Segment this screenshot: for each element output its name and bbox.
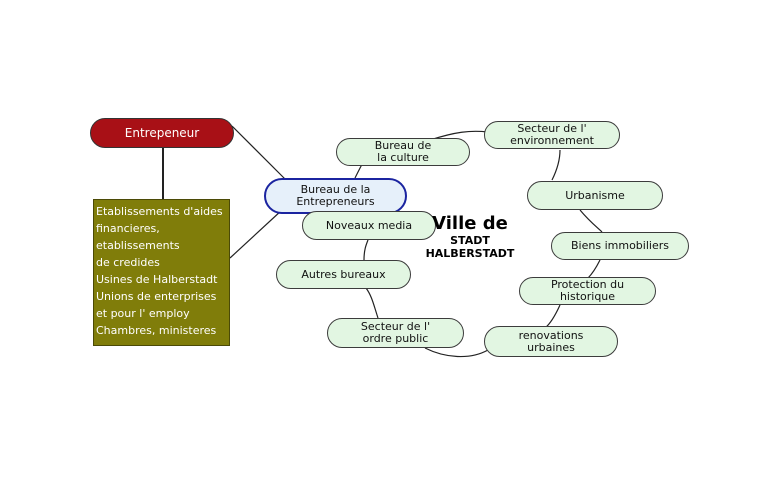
resource-line: financieres, [96, 222, 160, 235]
title-halberstadt: HALBERSTADT [425, 247, 515, 260]
autres-bureaux-node: Autres bureaux [276, 260, 411, 289]
resource-line: Etablissements d'aides [96, 205, 223, 218]
bureau-culture-node: Bureau de la culture [336, 138, 470, 166]
protection-historique-label: Protection du historique [550, 278, 625, 303]
entrepreneur-node: Entrepeneur [90, 118, 234, 148]
connector-biens-protection [587, 259, 601, 279]
connector-autres-media [363, 239, 369, 261]
connector-entrepreneur-bureau [231, 125, 289, 183]
urbanisme-node: Urbanisme [527, 181, 663, 210]
connector-urbanisme-biens [579, 209, 603, 233]
autres-bureaux-label: Autres bureaux [301, 267, 386, 281]
resources-box: Etablissements d'aides financieres, etab… [93, 199, 230, 346]
biens-immobiliers-label: Biens immobiliers [571, 239, 669, 252]
noveaux-media-node: Noveaux media [302, 211, 436, 240]
connector-environnement-urbanisme [551, 149, 561, 181]
title-ville-de: Ville de [432, 213, 508, 234]
connector-resources-bureau [229, 209, 283, 259]
center-title: Ville de STADT HALBERSTADT [418, 213, 522, 261]
noveaux-media-label: Noveaux media [325, 218, 413, 232]
resource-line: et pour l' employ [96, 307, 190, 320]
resource-line: Chambres, ministeres [96, 324, 217, 337]
renovations-urbaines-node: renovations urbaines [484, 326, 618, 357]
bureau-entrepreneurs-node: Bureau de la Entrepreneurs [264, 178, 407, 214]
resource-line: etablissements [96, 239, 180, 252]
connector-bureau-culture [354, 164, 363, 179]
connector-renovations-ordre [424, 347, 489, 358]
bureau-culture-label: Bureau de la culture [374, 139, 432, 164]
bureau-entrepreneurs-label: Bureau de la Entrepreneurs [296, 183, 375, 208]
secteur-environnement-node: Secteur de l' environnement [484, 121, 620, 149]
renovations-urbaines-label: renovations urbaines [518, 328, 584, 354]
connector-protection-renovations [544, 304, 561, 329]
biens-immobiliers-node: Biens immobiliers [551, 232, 689, 260]
entrepreneur-label: Entrepeneur [124, 126, 200, 140]
resource-line: Usines de Halberstadt [96, 273, 218, 286]
protection-historique-node: Protection du historique [519, 277, 656, 305]
resource-line: Unions de enterprises [96, 290, 217, 303]
title-stadt: STADT [450, 234, 490, 247]
secteur-ordre-public-label: Secteur de l' ordre public [360, 320, 431, 345]
connector-ordre-autres [365, 287, 379, 319]
resource-line: de credides [96, 256, 160, 269]
urbanisme-label: Urbanisme [565, 188, 625, 202]
secteur-ordre-public-node: Secteur de l' ordre public [327, 318, 464, 348]
secteur-environnement-label: Secteur de l' environnement [510, 122, 594, 147]
